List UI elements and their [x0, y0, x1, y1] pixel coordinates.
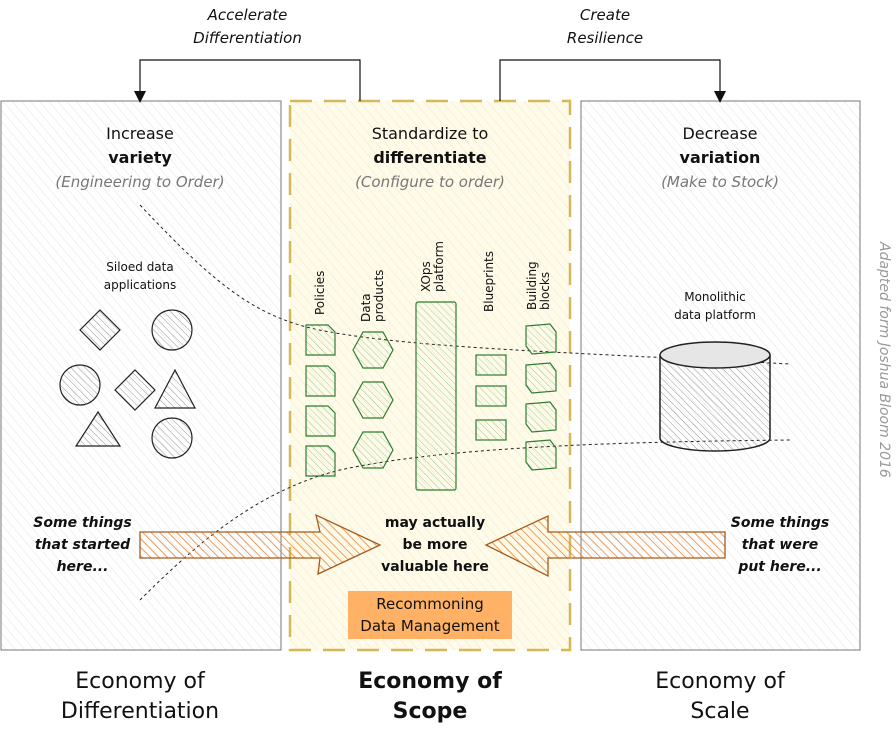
monolithic-label: Monolithic data platform: [674, 290, 756, 322]
footer-right: Economy of Scale: [655, 669, 785, 724]
cylinder-icon: [659, 341, 771, 452]
blueprint-icon: [475, 354, 507, 441]
accelerate-arrow: [134, 59, 361, 103]
document-icon: [305, 324, 336, 477]
left-callout: Some things that started here...: [33, 515, 132, 575]
left-panel-heading: Increase variety (Engineering to Order): [55, 124, 225, 191]
right-panel-heading: Decrease variation (Make to Stock): [661, 124, 779, 191]
right-callout: Some things that were put here...: [730, 515, 830, 575]
siloed-label: Siloed data applications: [103, 260, 177, 292]
blueprints-label: Blueprints: [482, 250, 496, 312]
middle-icons: [305, 301, 557, 491]
footer-left: Economy of Differentiation: [60, 669, 220, 724]
circle-icon: [151, 309, 193, 351]
diamond-icon: [79, 309, 121, 351]
circle-icon: [151, 417, 193, 459]
siloed-shapes: [59, 309, 196, 459]
triangle-icon: [74, 410, 122, 447]
cube-icon: [525, 323, 557, 471]
diamond-icon: [114, 369, 156, 411]
hexagon-icon: [352, 331, 394, 469]
accelerate-caption: Accelerate Differentiation: [193, 6, 302, 47]
center-callout: may actually be more valuable here: [381, 515, 489, 575]
policies-label: Policies: [313, 270, 327, 315]
right-arrow-orange: [139, 513, 382, 576]
footer-middle: Economy of Scope: [358, 669, 502, 724]
resilience-arrow: [499, 59, 726, 103]
triangle-icon: [154, 368, 196, 409]
recommoning-badge: Recommoning Data Management: [348, 591, 512, 639]
funnel-top-curve: [139, 204, 791, 365]
circle-icon: [59, 364, 101, 406]
attribution: Adapted form Joshua Bloom 2016: [876, 242, 892, 478]
left-arrow-orange: [484, 514, 726, 578]
middle-panel-heading: Standardize to differentiate (Configure …: [355, 124, 505, 191]
tall-rectangle-icon: [415, 301, 457, 491]
resilience-caption: Create Resilience: [566, 6, 644, 47]
